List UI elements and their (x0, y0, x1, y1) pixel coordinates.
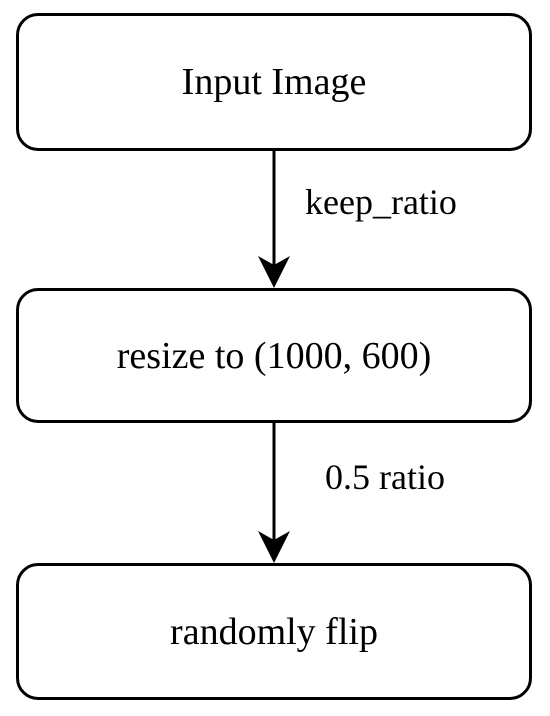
arrow-input-to-resize (258, 151, 290, 288)
flow-node-resize: resize to (1000, 600) (16, 288, 532, 423)
edge-label-flip-ratio: 0.5 ratio (325, 457, 445, 497)
flow-node-input-image: Input Image (16, 13, 532, 151)
arrowhead-icon (258, 256, 290, 288)
edge-label-keep-ratio: keep_ratio (305, 182, 457, 222)
flow-node-random-flip: randomly flip (16, 563, 532, 700)
arrowhead-icon (258, 531, 290, 563)
flow-node-label: resize to (1000, 600) (116, 334, 432, 377)
flow-node-label: randomly flip (170, 610, 378, 653)
arrow-resize-to-flip (258, 423, 290, 563)
flow-node-label: Input Image (181, 61, 367, 103)
